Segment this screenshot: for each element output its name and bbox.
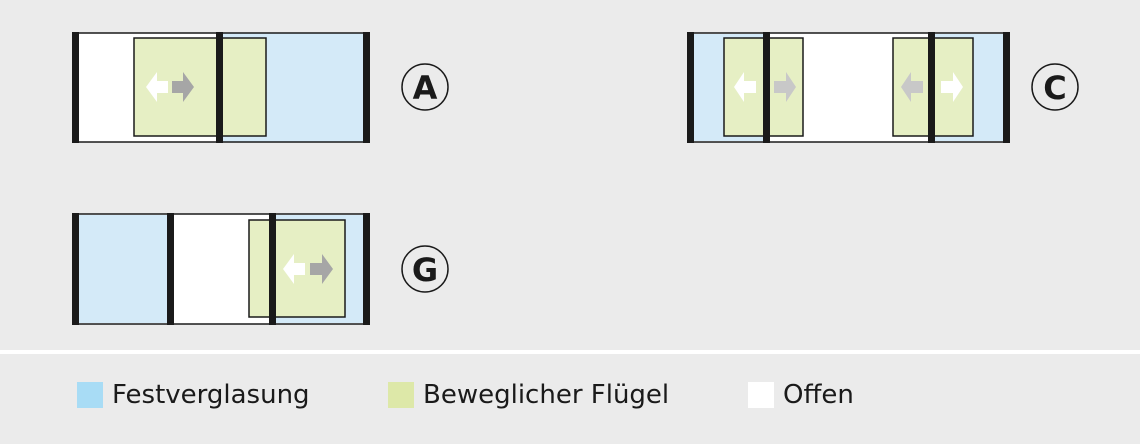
legend-item-fixed: Festverglasung bbox=[77, 380, 310, 410]
diagram-g: G bbox=[72, 213, 449, 325]
legend-label: Beweglicher Flügel bbox=[423, 380, 670, 410]
frame-post bbox=[269, 213, 276, 325]
arrow-right-icon bbox=[941, 72, 963, 102]
label-circle bbox=[401, 63, 449, 111]
diagram-label-c: C bbox=[1043, 69, 1066, 107]
legend-label: Offen bbox=[783, 380, 854, 410]
label-circle bbox=[1031, 63, 1079, 111]
fixed-glazing bbox=[76, 215, 170, 323]
legend-item-open: Offen bbox=[748, 380, 854, 410]
label-circle bbox=[401, 245, 449, 293]
diagram-label-a: A bbox=[413, 69, 438, 107]
frame-post bbox=[216, 32, 223, 143]
frame-post bbox=[1003, 32, 1010, 143]
arrow-left-icon bbox=[901, 72, 923, 102]
legend-label: Festverglasung bbox=[112, 380, 310, 410]
frame-post bbox=[72, 213, 79, 325]
arrow-right-icon bbox=[774, 72, 796, 102]
legend-item-movable: Beweglicher Flügel bbox=[388, 380, 669, 410]
diagram-c: C bbox=[687, 32, 1079, 143]
frame-post bbox=[363, 213, 370, 325]
frame-post bbox=[928, 32, 935, 143]
frame-post bbox=[363, 32, 370, 143]
arrow-left-icon bbox=[734, 72, 756, 102]
diagram-a: A bbox=[72, 32, 449, 143]
arrow-right-icon bbox=[310, 254, 333, 284]
divider bbox=[0, 350, 1140, 354]
legend-swatch-open bbox=[748, 382, 774, 408]
frame-post bbox=[763, 32, 770, 143]
frame-post bbox=[167, 213, 174, 325]
diagram-label-g: G bbox=[412, 251, 438, 289]
arrow-left-icon bbox=[283, 254, 305, 284]
frame-post bbox=[72, 32, 79, 143]
arrow-right-icon bbox=[172, 72, 194, 102]
diagram-canvas: A C G bbox=[72, 32, 1079, 325]
legend-swatch-fixed bbox=[77, 382, 103, 408]
legend-swatch-movable bbox=[388, 382, 414, 408]
frame-post bbox=[687, 32, 694, 143]
arrow-left-icon bbox=[146, 72, 168, 102]
